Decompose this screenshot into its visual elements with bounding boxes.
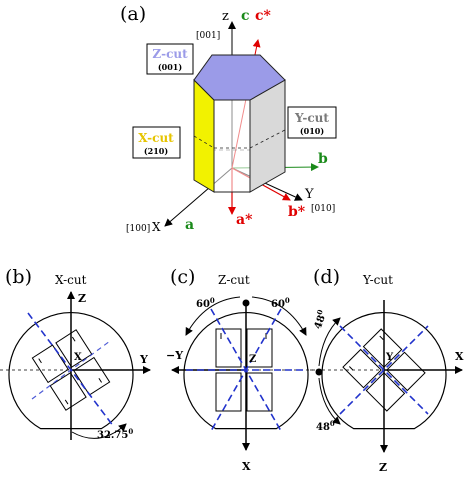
panel-b: (b) X-cut Z Y X 32.750 xyxy=(0,266,151,441)
wafer-b-z-label: Z xyxy=(78,292,86,305)
panel-d-label: (d) xyxy=(313,266,340,288)
wafer-d-blue-dash-2 xyxy=(339,325,429,415)
panel-b-title: X-cut xyxy=(55,273,87,287)
wafer-c-angle-left-label: 600 xyxy=(196,296,215,310)
panel-b-label: (b) xyxy=(5,266,32,288)
z-axis-label: z xyxy=(222,9,229,24)
prism-front-face xyxy=(213,99,251,193)
z-index-label: [001] xyxy=(196,31,220,41)
x-axis-label: X xyxy=(152,220,161,234)
wafer-b-y-label: Y xyxy=(139,353,148,366)
wafer-b-blue-dash-2 xyxy=(31,340,111,400)
panel-d-title: Y-cut xyxy=(362,273,393,287)
xcut-name: X-cut xyxy=(138,131,174,145)
zcut-label-box: Z-cut (001) xyxy=(146,43,194,75)
wafer-c-negy-label: −Y xyxy=(166,349,183,362)
wafer-d-angle-bottom-label: 480 xyxy=(316,419,335,433)
panel-a: (a) z c c* [001 xyxy=(120,3,337,234)
wafer-c-arc-right xyxy=(251,296,307,336)
zcut-name: Z-cut xyxy=(152,47,188,61)
wafer-d-arc-top xyxy=(318,317,341,367)
wafer-c-x-label: X xyxy=(242,460,251,473)
wafer-d-chips xyxy=(342,328,426,412)
bstar-axis-label: b* xyxy=(288,204,306,220)
wafer-d-center-label: Y xyxy=(385,352,394,363)
wafer-b-center-label: X xyxy=(74,352,82,363)
prism-cut-lines xyxy=(193,129,286,149)
wafer-d-x-label: X xyxy=(455,350,464,363)
c-axis-label: c xyxy=(241,8,250,24)
y-axis-label: Y xyxy=(304,187,314,202)
a-axis-label: a xyxy=(185,217,194,233)
astar-axis-label: a* xyxy=(236,212,253,228)
panel-a-label: (a) xyxy=(120,3,146,25)
b-axis-label: b xyxy=(318,151,328,167)
panel-c: (c) Z-cut 600 600 −Y Z X xyxy=(166,266,325,473)
zcut-miller: (001) xyxy=(158,62,182,72)
wafer-b-angle-label: 32.750 xyxy=(97,427,133,441)
panel-c-title: Z-cut xyxy=(218,273,250,287)
x-index-label: [100] xyxy=(126,224,150,234)
wafer-d-arc-bottom xyxy=(318,377,341,425)
wafer-c-top-marker xyxy=(242,299,250,307)
zcut-face xyxy=(193,54,286,101)
ycut-label-box: Y-cut (010) xyxy=(287,106,337,139)
panel-d: (d) Y-cut 480 480 Y X Z xyxy=(310,266,464,474)
xcut-miller: (210) xyxy=(144,146,168,156)
cstar-axis-label: c* xyxy=(255,8,272,24)
wafer-c-angle-right-label: 600 xyxy=(271,296,290,310)
ycut-name: Y-cut xyxy=(294,111,329,125)
wafer-c-arc-left xyxy=(185,296,241,336)
y-index-label: [010] xyxy=(311,204,335,214)
wafer-c-chips xyxy=(215,328,273,412)
wafer-b-angle-arc xyxy=(71,423,127,439)
ycut-miller: (010) xyxy=(300,126,324,136)
wafer-b-chips xyxy=(31,329,111,411)
panel-c-label: (c) xyxy=(170,266,195,288)
wafer-d-left-marker xyxy=(315,368,323,376)
wafer-d-angle-top-label: 480 xyxy=(310,308,330,331)
wafer-d-z-label: Z xyxy=(379,461,387,474)
wafer-d-blue-dash-1 xyxy=(339,325,429,415)
wafer-c-center-label: Z xyxy=(249,354,256,365)
xcut-label-box: X-cut (210) xyxy=(132,126,181,159)
